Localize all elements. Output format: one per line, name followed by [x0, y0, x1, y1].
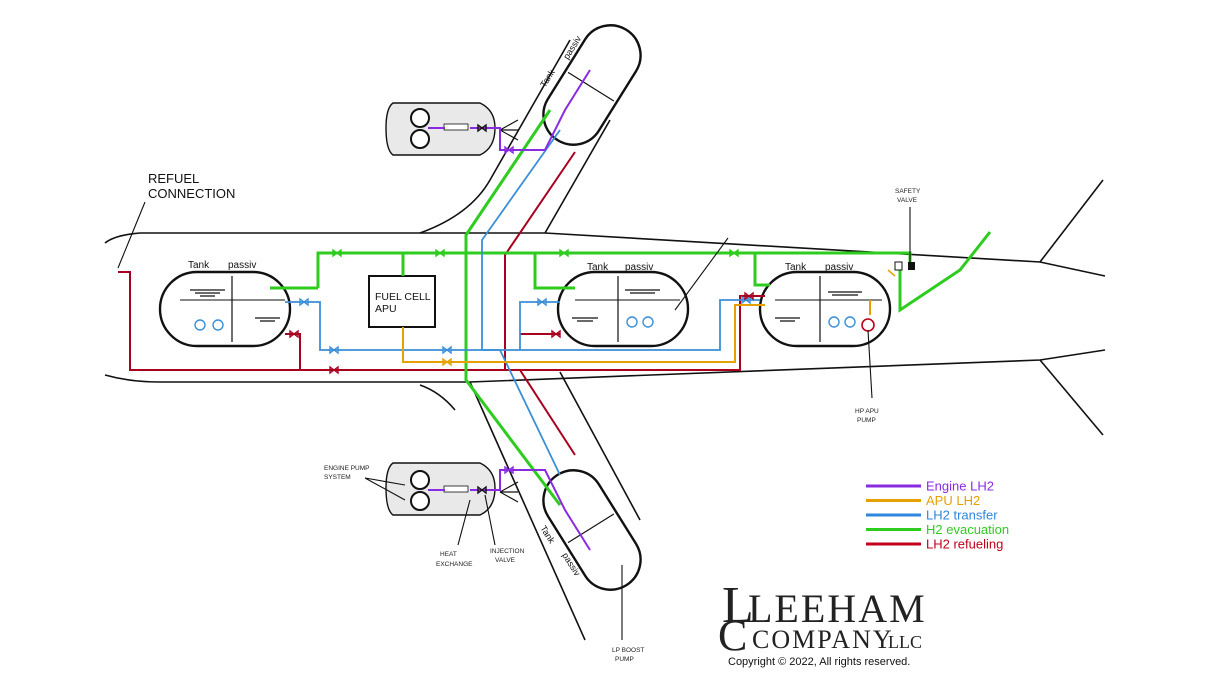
apu-label: APU [375, 303, 397, 315]
aircraft-outline [104, 39, 1106, 641]
tank-center-tank-label: Tank [587, 262, 609, 273]
tank-right-tank-label: Tank [785, 262, 807, 273]
system-label: SYSTEM [324, 474, 351, 481]
leeham-logo: L LEEHAM C COMPANY LLC Copyright © 2022,… [718, 577, 927, 668]
tank-left [158, 270, 292, 348]
tank-left-tank-label: Tank [188, 260, 210, 271]
safety-valve-label-2: VALVE [897, 197, 918, 204]
lp-boost-pump-label-2: PUMP [615, 656, 634, 663]
legend-label: LH2 transfer [926, 508, 998, 523]
injection-valve-label-2: VALVE [495, 557, 516, 564]
safety-valve-label: SAFETY [895, 188, 921, 195]
logo-line1: LEEHAM [748, 586, 927, 631]
tank-upper-tank-label: Tank [538, 67, 557, 89]
heat-exchange-label: HEAT [440, 551, 457, 558]
logo-big-l: L [722, 577, 754, 634]
pipes-transfer [285, 129, 760, 476]
hp-apu-pump-label-2: PUMP [857, 417, 876, 424]
tank-center-passiv-label: passiv [625, 262, 653, 273]
injection-valve-label: INJECTION [490, 548, 525, 555]
legend-label: APU LH2 [926, 493, 980, 508]
refuel-connection-label: REFUEL [148, 171, 199, 186]
pipes-engine [428, 69, 591, 551]
lp-boost-pump-label: LP BOOST [612, 647, 644, 654]
leader-lines [117, 201, 911, 640]
tank-right [758, 270, 892, 348]
logo-big-c: C [718, 611, 747, 660]
copyright-text: Copyright © 2022, All rights reserved. [728, 656, 910, 668]
tank-left-passiv-label: passiv [228, 260, 256, 271]
refuel-connection-label-2: CONNECTION [148, 186, 235, 201]
legend-label: Engine LH2 [926, 479, 994, 494]
heat-exchange-label-2: EXCHANGE [436, 561, 473, 568]
tank-right-passiv-label: passiv [825, 262, 853, 273]
hp-apu-pump-label: HP APU [855, 408, 879, 415]
legend-label: LH2 refueling [926, 537, 1003, 552]
engine-pump-label: ENGINE PUMP [324, 465, 370, 472]
tank-center [556, 270, 690, 348]
tank-lower-wing [542, 469, 642, 591]
pipes-apu [402, 300, 871, 363]
fuel-cell-apu: FUEL CELL APU [368, 275, 436, 328]
logo-suffix: LLC [888, 632, 922, 652]
logo-line2: COMPANY [752, 625, 894, 654]
legend-label: H2 evacuation [926, 522, 1009, 537]
valves [289, 123, 754, 495]
tank-upper-wing [542, 24, 642, 146]
safety-valve [887, 261, 915, 277]
fuel-cell-label: FUEL CELL [375, 291, 431, 303]
